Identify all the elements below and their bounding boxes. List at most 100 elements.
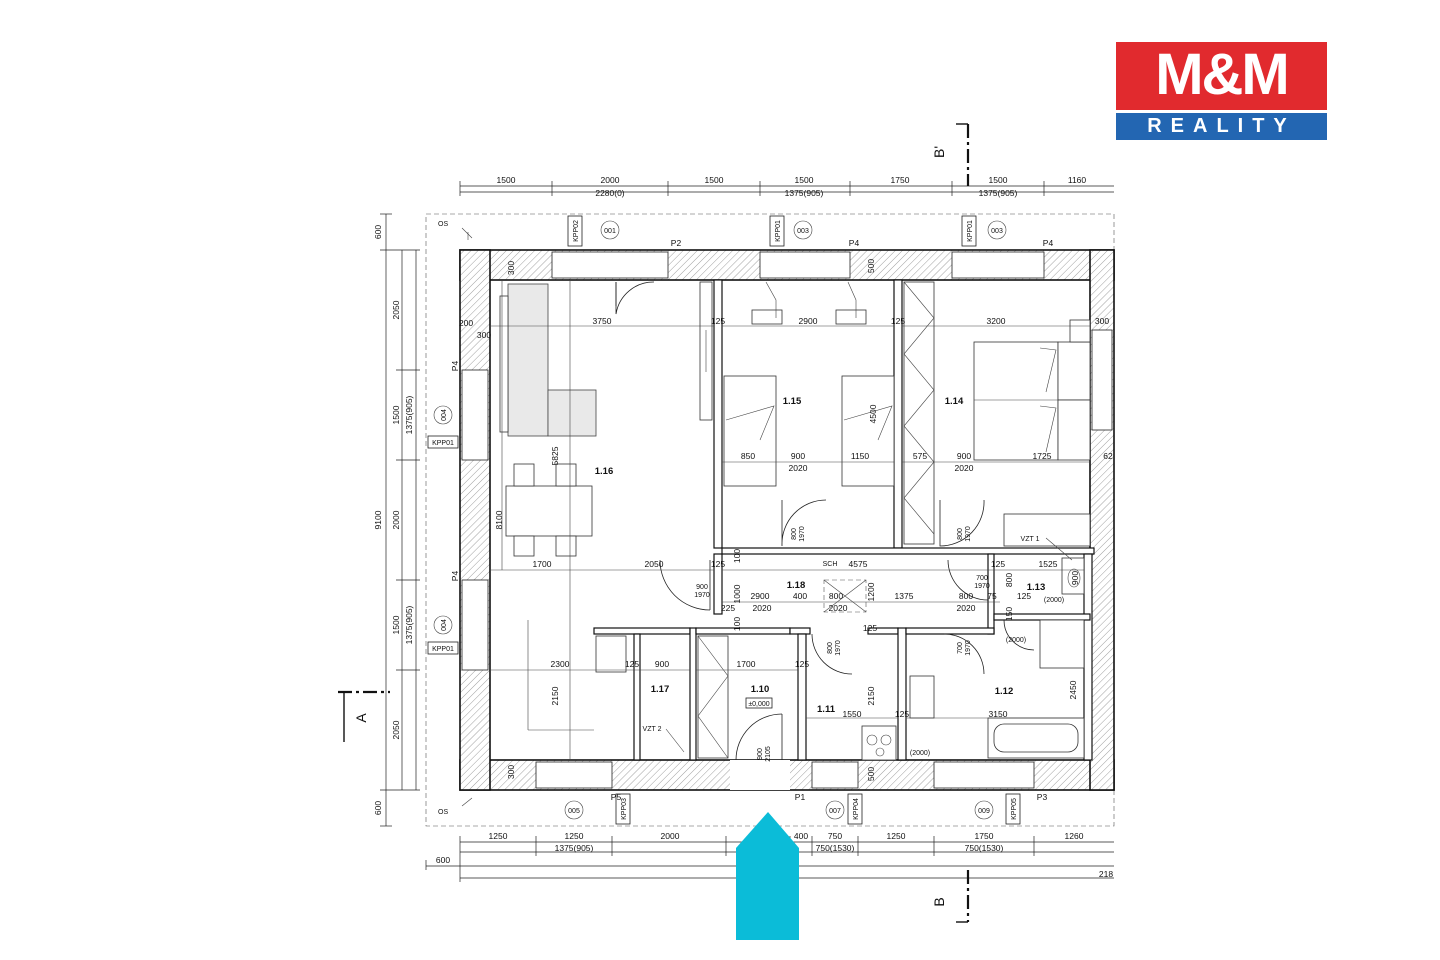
double-bed [973,341,1059,461]
idim-2450: 2450 [1068,680,1078,699]
idim-900d: 900 [655,659,669,669]
idim-2105: 2105 [765,746,772,762]
idim-2900b: 2900 [751,591,770,601]
idim-1200: 1200 [866,582,876,601]
kpp-tag-8: KPP05 [1011,798,1018,820]
window-bottom-1 [535,761,613,789]
idim-1970-door-e: 1970 [835,640,842,656]
os-tag-top: OS [438,221,448,228]
kpp-tag-7: KPP04 [853,798,860,820]
idim-125d: 125 [991,559,1005,569]
idim-2020e: 2020 [957,603,976,613]
bed-2 [841,375,895,487]
circle-tag-8: 009 [978,808,990,815]
idim-125c: 125 [711,559,725,569]
bed-1 [723,375,777,487]
left-dim-6: 2050 [391,720,401,739]
room-1-15: 1.15 [783,396,802,407]
section-markers: B' B A [338,123,970,923]
pillar-p4-b: P4 [1043,238,1054,248]
left-dim-7: 600 [373,801,383,815]
idim-800-door-b: 800 [957,528,964,540]
idim-1700: 1700 [533,559,552,569]
kpp-tag-2: KPP01 [775,220,782,242]
top-dim2-1: 2280(0) [595,188,624,198]
idim-4575: 4575 [849,559,868,569]
idim-62: 62 [1103,451,1113,461]
furniture [499,281,1091,761]
idim-800c: 800 [829,591,843,601]
room-1-12: 1.12 [995,686,1014,697]
idim-900-entry: 900 [757,748,764,760]
circle-tag-5: 004 [441,619,448,631]
logo-subtitle: REALITY [1116,113,1327,140]
top-dim-3: 1500 [705,175,724,185]
bottom-dim3-2: 218 [1099,869,1113,879]
idim-1970-door-d: 1970 [974,583,990,590]
idim-2050: 2050 [645,559,664,569]
os-tag-bottom: OS [438,809,448,816]
bottom-dim-5: 400 [794,831,808,841]
left-total: 9100 [373,510,383,529]
idim-2150: 2150 [550,686,560,705]
pillar-p5: P5 [611,792,622,802]
left-dim2-2: 1375(905) [404,605,414,644]
idim-800e: 800 [1004,573,1014,587]
sofa [507,283,549,437]
left-dim-2: 2050 [391,300,401,319]
top-dim-1: 1500 [497,175,516,185]
interior-walls [593,279,1095,761]
top-dim2-3: 1375(905) [979,188,1018,198]
idim-500a: 500 [866,259,876,273]
bottom-dim-9: 1260 [1065,831,1084,841]
idim-2300: 2300 [551,659,570,669]
bottom-dim2-3: 750(1530) [965,843,1004,853]
left-dim-5: 1500 [391,615,401,634]
idim-900b: 900 [957,451,971,461]
kitchen-cabinet [595,635,627,673]
idim-125g: 125 [795,659,809,669]
window-left-2 [461,579,489,671]
idim-8100: 8100 [494,510,504,529]
idim-3200: 3200 [987,316,1006,326]
bottom-dim2-2: 750(1530) [816,843,855,853]
top-dim2-2: 1375(905) [785,188,824,198]
idim-2020d: 2020 [829,603,848,613]
idim-100b: 100 [732,617,742,631]
idim-400: 400 [793,591,807,601]
window-top-3 [951,251,1045,279]
idim-800-door-c: 800 [827,642,834,654]
circle-tag-1: 001 [604,228,616,235]
reference-tags: OS OS KPP02 KPP01 KPP01 KPP01 KPP01 KPP0… [427,215,1054,825]
section-b-bottom: B [931,897,947,906]
idim-1150: 1150 [851,451,870,461]
idim-225: 225 [721,603,735,613]
bottom-dim-8: 1750 [975,831,994,841]
window-right-1 [1091,329,1113,431]
bottom-dim-6: 750 [828,831,842,841]
idim-125h: 125 [863,623,877,633]
bottom-dim-3: 2000 [661,831,680,841]
left-dim-1: 600 [373,225,383,239]
idim-500b: 500 [866,767,876,781]
idim-300d: 300 [506,765,516,779]
idim-3150: 3150 [989,709,1008,719]
idim-300a: 300 [506,261,516,275]
window-top-1 [551,251,669,279]
idim-1970-door-b: 1970 [965,526,972,542]
bottom-dim-1: 1250 [489,831,508,841]
vzt2-label: VZT 2 [643,726,662,733]
room-1-13: 1.13 [1027,582,1046,593]
idim-2150b: 2150 [866,686,876,705]
doors [615,281,1035,761]
kpp-tag-3: KPP01 [967,220,974,242]
top-dim-6: 1500 [989,175,1008,185]
circle-tag-6: 005 [568,808,580,815]
idim-125e: 125 [1017,591,1031,601]
left-dimension-chain: 600 2050 1500 2000 1500 2050 600 1375(90… [373,213,420,827]
idim-300c: 300 [1095,316,1109,326]
idim-4500: 4500 [868,404,878,423]
idim-2020a: 2020 [789,463,808,473]
idim-5825: 5825 [550,446,560,465]
idim-900a: 900 [791,451,805,461]
